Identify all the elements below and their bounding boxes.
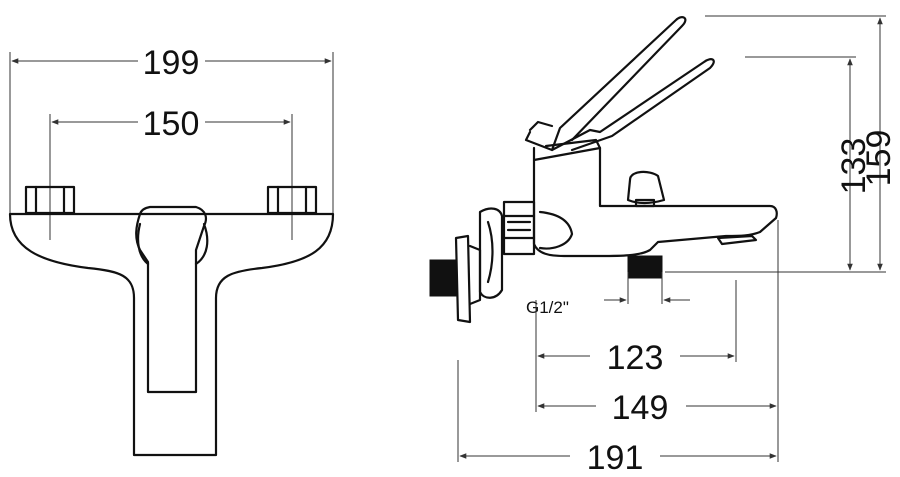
dimension-150: 150 [49, 105, 293, 240]
dimension-191: 191 [457, 360, 777, 477]
shower-outlet [627, 255, 663, 279]
diverter-knob [626, 170, 666, 208]
thread-label: G1/2" [526, 298, 569, 317]
lever-front [135, 205, 209, 394]
aerator [716, 234, 758, 246]
coupling-nut [502, 200, 536, 256]
dimension-label-191: 191 [587, 439, 644, 477]
dimension-133: 133 [745, 56, 873, 271]
mixer-body-front [8, 212, 335, 457]
dimension-159: 159 [665, 15, 898, 273]
dimension-149: 149 [537, 220, 779, 462]
thread-marker: G1/2" [526, 272, 690, 317]
side-view: 133 159 G1/2" 123 [429, 15, 898, 477]
dimension-123: 123 [535, 280, 737, 412]
mixer-body-side [532, 146, 778, 258]
front-view: 199 150 [8, 44, 335, 457]
dimension-label-199: 199 [143, 44, 200, 82]
dimension-199: 199 [9, 44, 334, 218]
wall-connector [429, 207, 504, 324]
dimension-label-150: 150 [143, 105, 200, 143]
lever-side [524, 16, 715, 162]
threaded-connector [429, 259, 457, 297]
dimension-label-133: 133 [835, 138, 873, 195]
dimension-label-149: 149 [612, 389, 669, 427]
dimension-label-123: 123 [607, 339, 664, 377]
dimension-label-159: 159 [860, 130, 898, 187]
